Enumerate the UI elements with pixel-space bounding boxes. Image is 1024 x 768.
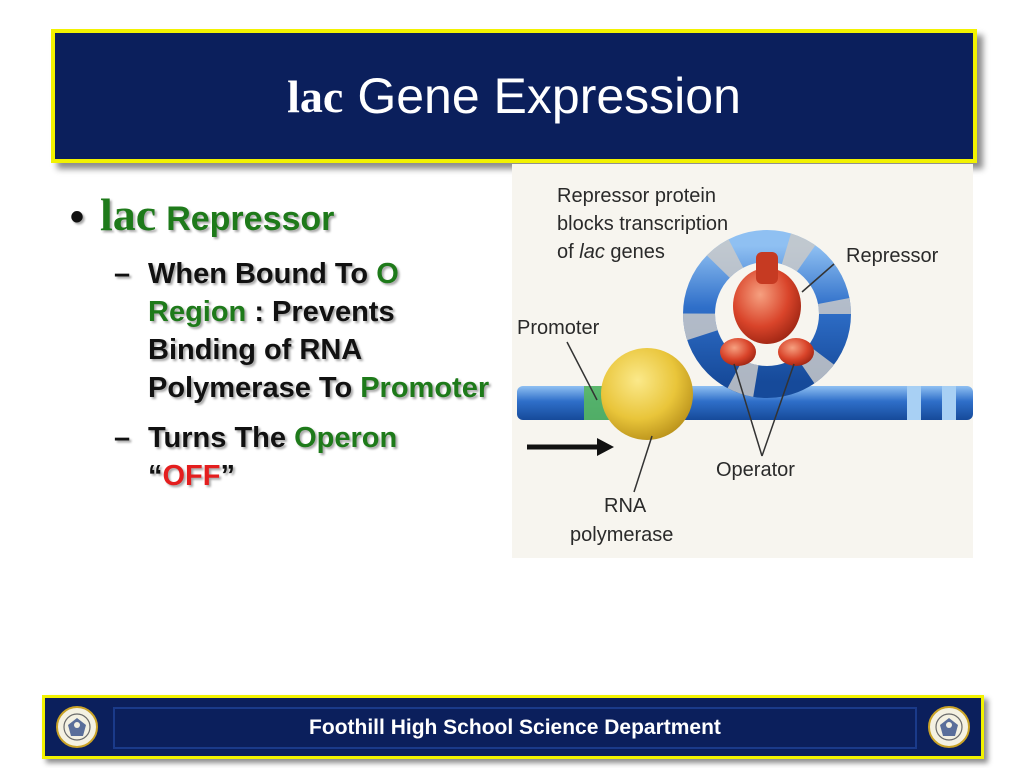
caption-genes: genes <box>605 241 665 263</box>
sub-bullet-bound-text: When Bound To O Region : Prevents Bindin… <box>148 255 493 407</box>
footer-text: Foothill High School Science Department <box>309 716 721 739</box>
caption-line-3: of lac genes <box>557 241 665 263</box>
bullet-lac-repressor: • lac Repressor <box>70 188 500 241</box>
title-lac: lac <box>287 70 344 122</box>
open-quote: “ <box>148 460 163 492</box>
bullet-list: • lac Repressor – When Bound To O Region… <box>70 188 500 507</box>
dna-band <box>942 386 956 420</box>
lac-repressor-diagram: Repressor protein blocks transcription o… <box>512 164 973 558</box>
promoter-text: Promoter <box>360 372 490 404</box>
sub-bullet-off-text: Turns The Operon “OFF” <box>148 419 493 495</box>
school-seal-icon <box>928 706 970 748</box>
bullet-dot: • <box>70 195 85 239</box>
dna-band <box>907 386 921 420</box>
caption-line-1: Repressor protein <box>557 185 716 207</box>
bullet-repressor: Repressor <box>166 200 335 238</box>
operator-leader-right <box>761 363 795 457</box>
footer-label-box: Foothill High School Science Department <box>113 707 917 749</box>
operon-text: Operon <box>294 422 398 454</box>
bound-text-2: : Prevents Binding of RNA Polymerase To <box>148 296 395 404</box>
repressor-foot-right <box>778 338 814 366</box>
promoter-label: Promoter <box>517 317 600 339</box>
dash-marker: – <box>114 422 131 454</box>
direction-arrowhead <box>597 438 614 456</box>
title-bar: lac Gene Expression <box>51 29 977 163</box>
sub-bullet-off: – Turns The Operon “OFF” <box>114 419 500 495</box>
rna-label: RNA <box>604 495 647 517</box>
operator-label: Operator <box>716 459 795 481</box>
o-region-text: O Region <box>148 258 399 328</box>
repressor-leader <box>801 263 835 293</box>
footer-bar: Foothill High School Science Department <box>42 695 984 759</box>
bullet-lac: lac <box>100 189 157 240</box>
repressor-protein <box>733 268 801 344</box>
repressor-foot-left <box>720 338 756 366</box>
caption-line-2: blocks transcription <box>557 213 728 235</box>
sub-bullet-bound: – When Bound To O Region : Prevents Bind… <box>114 255 500 407</box>
rna-polymerase <box>601 348 693 440</box>
polymerase-leader <box>633 435 653 493</box>
polymerase-label: polymerase <box>570 524 673 546</box>
turns-text: Turns The <box>148 422 295 454</box>
dash-marker: – <box>114 258 131 290</box>
close-quote: ” <box>220 460 236 492</box>
operator-leader-left <box>733 363 763 457</box>
repressor-stem <box>756 252 778 284</box>
off-text: OFF <box>162 460 221 492</box>
operator-bands <box>683 230 851 398</box>
caption-of: of <box>557 241 579 263</box>
school-seal-icon <box>56 706 98 748</box>
title-text: Gene Expression <box>357 68 741 124</box>
caption-lac: lac <box>579 241 605 263</box>
repressor-label: Repressor <box>846 245 939 267</box>
bound-text-1: When Bound To <box>148 258 377 290</box>
promoter-leader <box>566 341 598 401</box>
